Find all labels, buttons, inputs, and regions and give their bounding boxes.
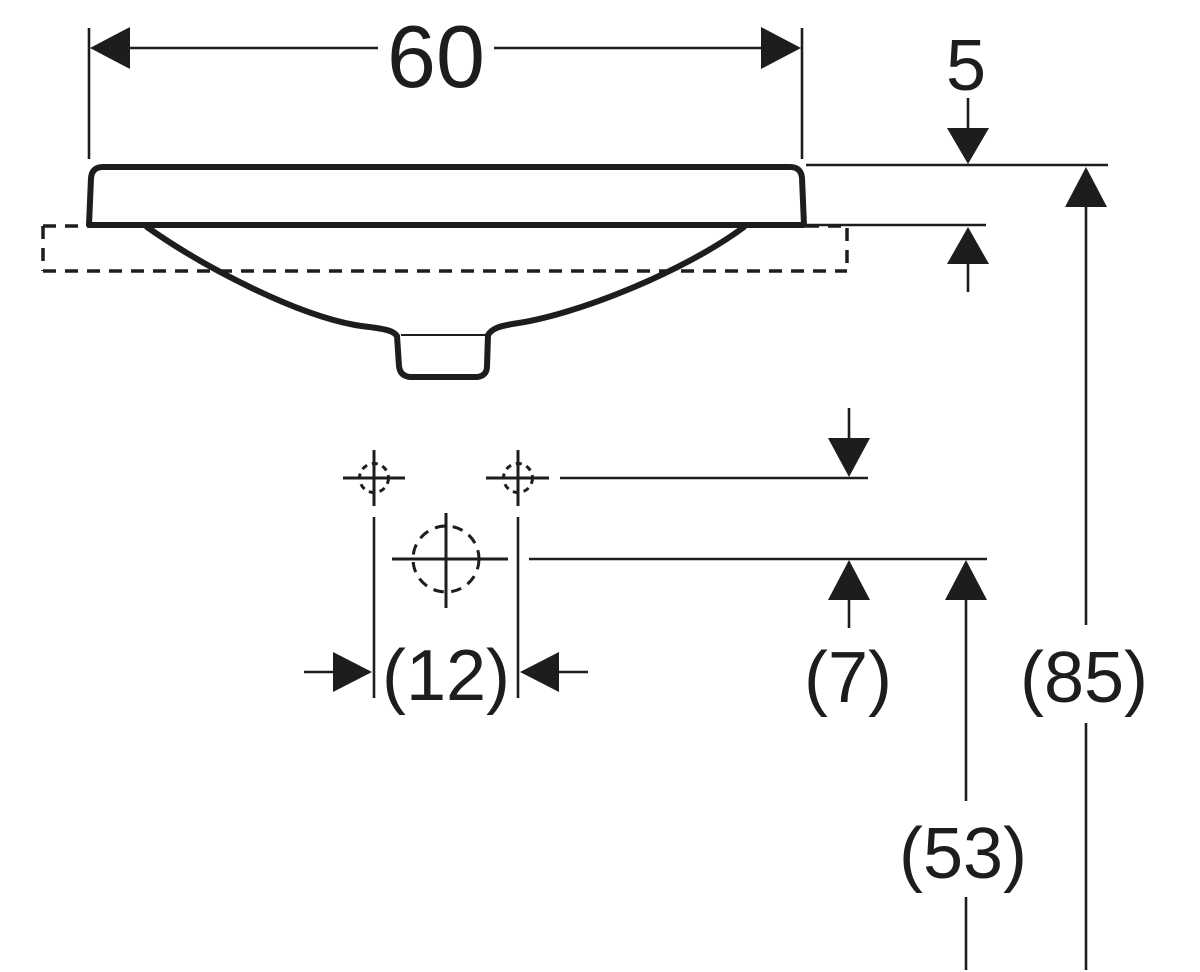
tap-hole-right [486, 450, 549, 506]
dim-basin-width: 60 [87, 7, 804, 159]
dim-drain-height-label: (53) [899, 814, 1027, 894]
tap-hole-right-circle [502, 462, 534, 494]
dim-drain-height: (53) [899, 560, 1027, 970]
basin-bowl [144, 224, 747, 380]
arrowhead-up [828, 560, 870, 600]
dim-tap-hole-spacing: (12) [304, 517, 588, 716]
reference-lines [529, 163, 1108, 561]
dim-tap-hole-spacing-label: (12) [382, 636, 510, 716]
dim-tap-to-drain-label: (7) [804, 638, 892, 718]
dim-rim-above-counter: 5 [946, 26, 989, 292]
countertop-dashed-outline [41, 224, 849, 273]
drain-circle-dashed [411, 524, 481, 594]
arrowhead-right-pointing [333, 652, 372, 692]
dim-rim-above-counter-label: 5 [946, 26, 986, 106]
dim-basin-top-height-label: (85) [1020, 638, 1148, 718]
arrowhead-left-pointing [520, 652, 559, 692]
dim-tap-to-drain: (7) [804, 408, 892, 718]
arrowhead-up [1065, 167, 1107, 207]
arrowhead-down [828, 438, 870, 477]
dim-basin-width-label: 60 [387, 7, 485, 106]
arrowhead-up [947, 227, 989, 264]
arrowhead-down [947, 128, 989, 164]
arrowhead-left [90, 27, 130, 69]
arrowhead-up [945, 560, 987, 600]
arrowhead-right [761, 27, 801, 69]
dim-basin-top-height: (85) [1020, 167, 1148, 970]
basin-rim [86, 164, 807, 228]
tap-hole-left-circle [358, 462, 390, 494]
tap-hole-left [343, 450, 405, 506]
bowl-outline [144, 224, 747, 380]
drain-circle [392, 513, 508, 608]
